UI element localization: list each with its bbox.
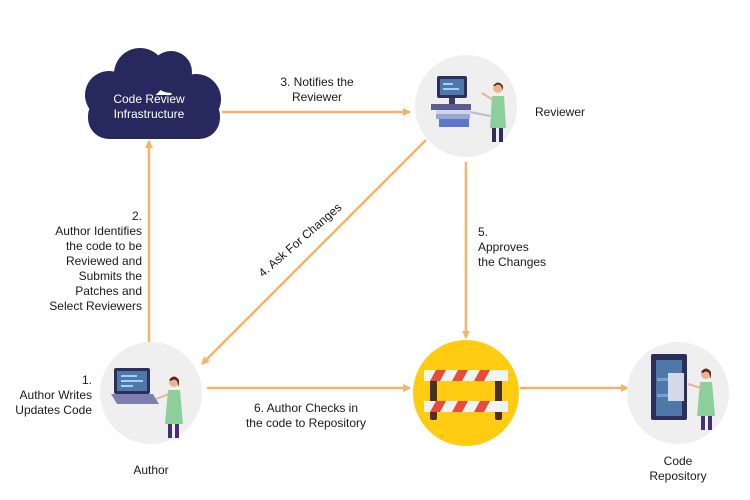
step-5-number: 5. xyxy=(478,225,489,239)
step-2-line3: Reviewed and xyxy=(65,254,142,268)
reviewer-node-label: Reviewer xyxy=(535,105,586,119)
repository-node-label: Code Repository xyxy=(638,454,718,484)
step-5-line1: Approves xyxy=(478,240,529,254)
step-1-line1: Author Writes xyxy=(19,388,92,402)
approval-barrier-icon xyxy=(413,340,519,446)
author-node-label: Author xyxy=(133,463,169,477)
step-1-label: 1. Author Writes Updates Code xyxy=(4,373,92,418)
step-6-line1: 6. Author Checks in xyxy=(253,401,359,415)
step-5-label: 5. Approves the Changes xyxy=(478,225,546,270)
cloud-icon xyxy=(85,48,221,139)
step-2-line1: Author Identifies xyxy=(55,224,142,238)
repository-illustration xyxy=(627,342,729,444)
arrow-reviewer-to-author xyxy=(201,139,427,365)
step-6-label: 6. Author Checks in the code to Reposito… xyxy=(226,401,386,431)
step-2-label: 2. Author Identifies the code to be Revi… xyxy=(20,209,142,314)
step-3-label: 3. Notifies the Reviewer xyxy=(262,75,372,105)
reviewer-illustration xyxy=(415,55,517,157)
step-2-number: 2. xyxy=(131,209,142,223)
infrastructure-label-line2: Infrastructure xyxy=(113,107,185,121)
step-3-line2: Reviewer xyxy=(291,90,342,104)
step-2-line5: Patches and xyxy=(75,284,142,298)
step-6-line2: the code to Repository xyxy=(245,416,367,430)
repository-label-line2: Repository xyxy=(649,469,707,483)
infrastructure-node-label: Code Review Infrastructure xyxy=(95,92,203,122)
step-2-line2: the code to be xyxy=(65,239,142,253)
repository-label-line1: Code xyxy=(663,454,693,468)
step-1-number: 1. xyxy=(81,373,92,387)
step-2-line6: Select Reviewers xyxy=(49,299,142,313)
step-3-line1: 3. Notifies the xyxy=(280,75,354,89)
step-1-line2: Updates Code xyxy=(15,403,92,417)
step-2-line4: Submits the xyxy=(78,269,142,283)
infrastructure-label-line1: Code Review xyxy=(113,92,185,106)
step-5-line2: the Changes xyxy=(478,255,547,269)
author-illustration xyxy=(100,342,202,444)
